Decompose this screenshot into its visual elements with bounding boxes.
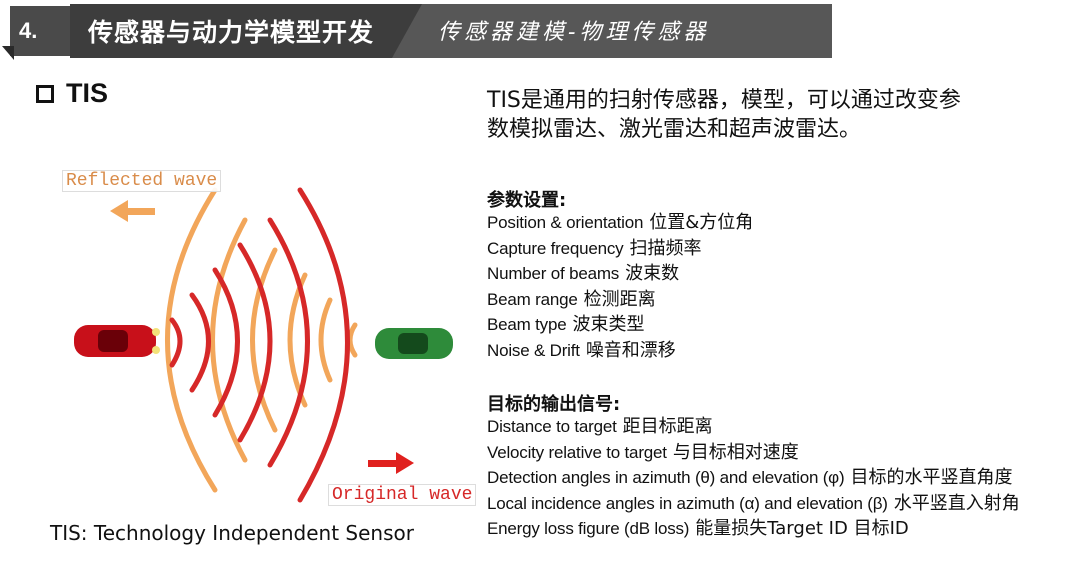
intro-line-1: TIS是通用的扫射传感器，模型，可以通过改变参 bbox=[487, 88, 961, 113]
intro-text: TIS是通用的扫射传感器，模型，可以通过改变参 数模拟雷达、激光雷达和超声波雷达… bbox=[487, 86, 1047, 144]
tis-illustration: Reflected wave Original wave bbox=[40, 160, 485, 520]
header-accent bbox=[2, 46, 14, 60]
reflected-wave-arc bbox=[318, 297, 333, 383]
slide-subtitle: 传感器建模-物理传感器 bbox=[438, 20, 710, 45]
header-subtitle-panel bbox=[392, 4, 832, 58]
original-wave-label: Original wave bbox=[328, 484, 477, 506]
params-title: 参数设置: bbox=[487, 190, 567, 211]
reflected-wave-arc bbox=[347, 322, 358, 358]
section-title: TIS bbox=[66, 78, 109, 108]
original-wave-arc bbox=[212, 267, 240, 418]
reflected-wave-arc bbox=[165, 187, 218, 493]
original-wave-arc bbox=[189, 292, 211, 393]
right-arrow-icon bbox=[368, 452, 414, 474]
illustration-caption: TIS: Technology Independent Sensor bbox=[50, 521, 414, 545]
left-arrow-icon bbox=[110, 200, 155, 222]
outputs-title: 目标的输出信号: bbox=[487, 394, 621, 415]
section-heading: TIS bbox=[36, 78, 108, 109]
intro-line-2: 数模拟雷达、激光雷达和超声波雷达。 bbox=[487, 117, 862, 142]
original-wave-arc bbox=[267, 217, 310, 468]
reflected-wave-arc bbox=[210, 217, 248, 463]
square-bullet-icon bbox=[36, 84, 54, 103]
slide-title: 传感器与动力学模型开发 bbox=[88, 18, 375, 47]
reflected-wave-arc bbox=[250, 247, 278, 433]
slide-number: 4. bbox=[19, 18, 38, 43]
reflected-wave-label: Reflected wave bbox=[62, 170, 222, 192]
list-item: Energy loss figure (dB loss)能量损失Target I… bbox=[487, 518, 909, 540]
original-wave-arc bbox=[297, 187, 350, 503]
wave-diagram bbox=[74, 187, 453, 503]
green-car-icon bbox=[375, 328, 453, 359]
original-wave-arc bbox=[237, 242, 273, 443]
list-item: Detection angles in azimuth (θ) and elev… bbox=[487, 467, 1013, 489]
list-item: Local incidence angles in azimuth (α) an… bbox=[487, 492, 1020, 514]
original-wave-arc bbox=[169, 317, 183, 368]
red-car-icon bbox=[74, 325, 160, 357]
